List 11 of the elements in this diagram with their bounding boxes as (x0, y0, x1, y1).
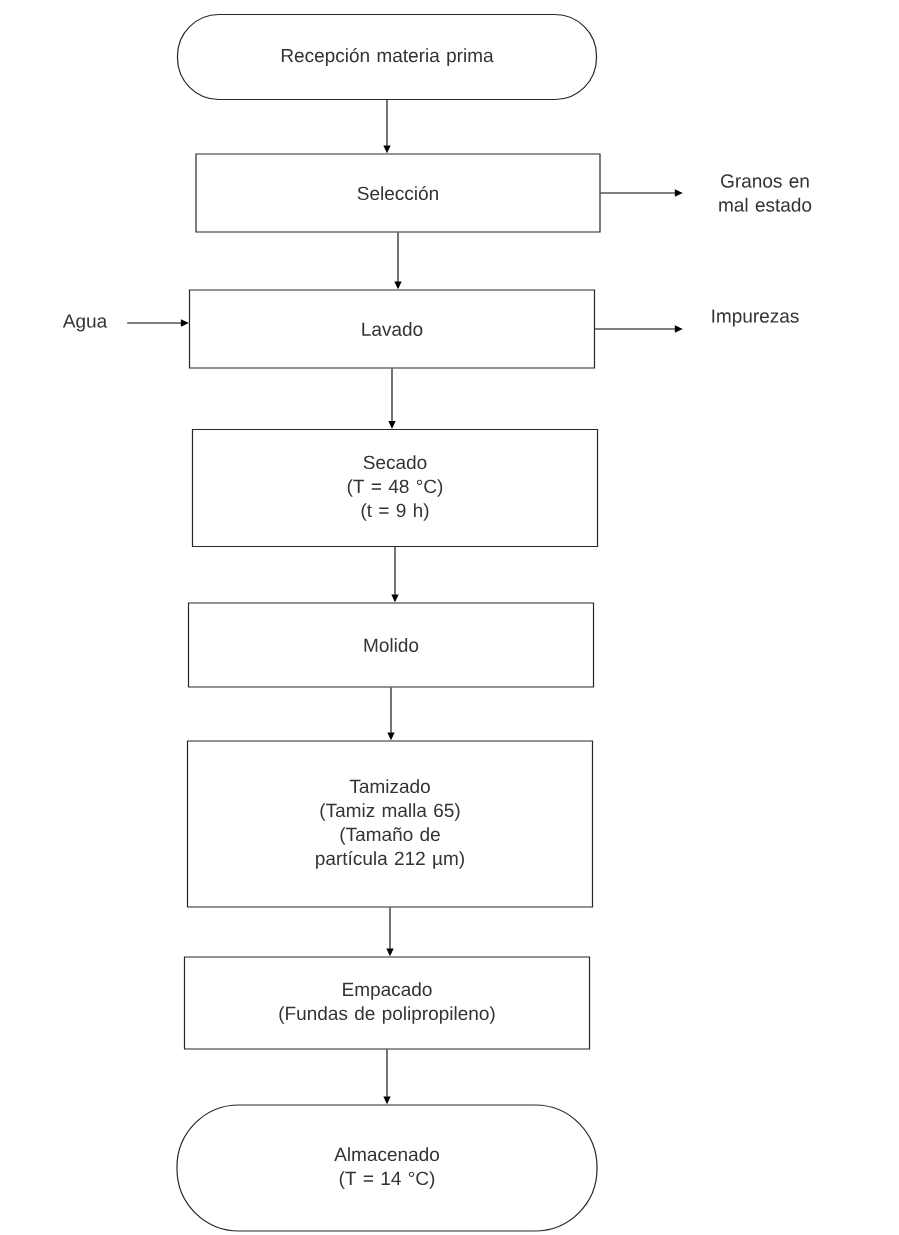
process-box: Molido (187, 602, 595, 688)
process-box: Lavado (188, 289, 596, 369)
arrow (126, 319, 189, 327)
text-label: Impurezas (712, 309, 799, 327)
text-label: Agua (62, 314, 108, 332)
process-box: Tamizado (Tamiz malla 65) (Tamaño de partícula 212 µm) (186, 740, 594, 908)
process-box: Selección (195, 153, 601, 233)
arrow (388, 368, 396, 429)
process-box: Secado (T = 48 °C) (t = 9 h) (191, 428, 599, 548)
text-label: Granos en mal estado (719, 174, 812, 212)
process-box: Empacado (Fundas de polipropileno) (183, 956, 591, 1050)
